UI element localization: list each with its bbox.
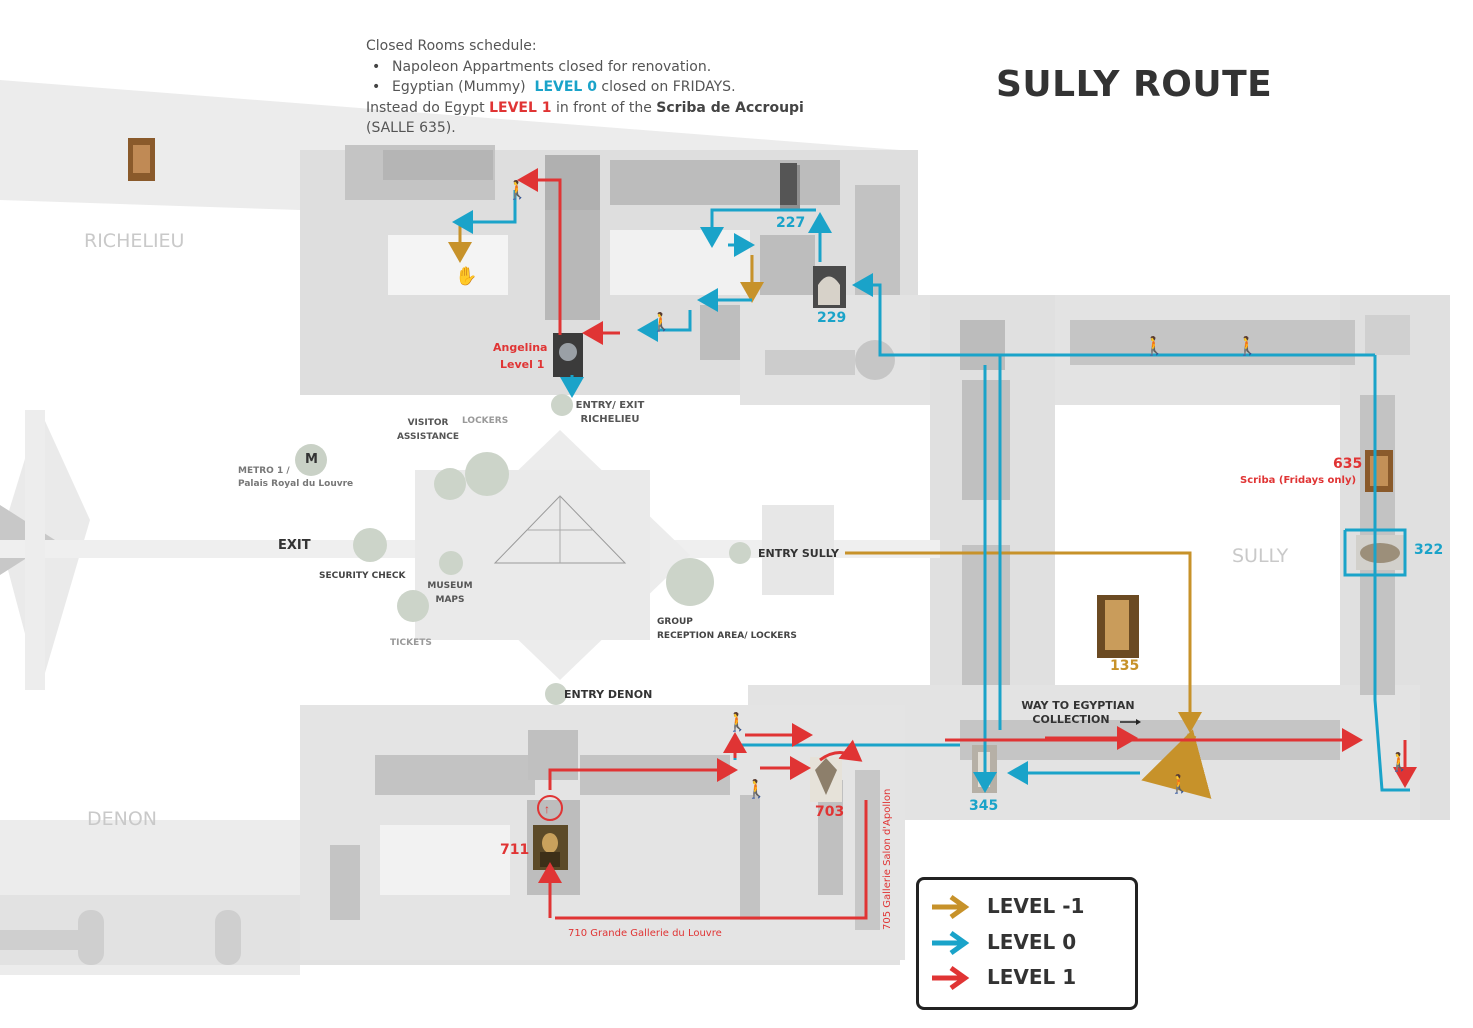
closed-rooms-note: Closed Rooms schedule: Napoleon Appartme…	[366, 36, 804, 139]
entry-exit-richelieu-label: ENTRY/ EXIT RICHELIEU	[575, 400, 645, 425]
metro-badge: M	[305, 452, 318, 467]
room-635: 635	[1333, 456, 1363, 472]
stairs-icon-1: 🚶	[506, 179, 528, 200]
mona-lisa-thumb	[533, 825, 568, 870]
room-322-thumb	[1356, 535, 1406, 570]
level-1-start-glyph: ↑	[544, 802, 550, 816]
richelieu-wing	[0, 80, 918, 395]
metro-circle	[295, 444, 327, 476]
room-227-thumb	[780, 163, 797, 205]
room-322: 322	[1414, 542, 1444, 558]
room-711: 711	[500, 842, 530, 858]
stairs-icon-3: 🚶	[1143, 335, 1165, 356]
entry-denon-label: ENTRY DENON	[564, 688, 653, 701]
tickets-circle	[397, 590, 429, 622]
group-label-2: RECEPTION AREA/ LOCKERS	[657, 631, 797, 641]
museum-maps-label: MUSEUM MAPS	[427, 581, 473, 605]
group-label-1: GROUP	[657, 617, 693, 627]
denon-entry-circle	[545, 683, 567, 705]
angelina-label: Angelina	[493, 341, 548, 354]
visitor-assistance-label: VISITOR ASSISTANCE	[396, 418, 460, 442]
stairs-icon-8: 🚶	[1388, 751, 1410, 772]
note-line-3: Instead do Egypt LEVEL 1 in front of the…	[366, 99, 804, 116]
wing-label-richelieu: RICHELIEU	[84, 230, 185, 252]
sully-entry-circle	[729, 542, 751, 564]
scribe-thumb-richelieu	[128, 138, 155, 181]
metro-label-2: Palais Royal du Louvre	[238, 479, 354, 489]
richelieu-entry-circle	[551, 394, 573, 416]
wing-label-sully: SULLY	[1232, 545, 1289, 567]
wing-label-denon: DENON	[87, 808, 158, 830]
level-0-route	[452, 190, 1410, 793]
level-1-start-circle	[537, 795, 563, 821]
way-to-egypt-arrowhead	[1136, 719, 1141, 725]
visitor-assistance-circle	[434, 468, 466, 500]
scriba-label: Scriba (Fridays only)	[1240, 475, 1357, 486]
room-135-thumb	[1097, 595, 1139, 658]
gallery-705-label: 705 Gallerie Salon d'Apollon	[882, 788, 893, 930]
note-line-4: (SALLE 635).	[366, 120, 456, 136]
exit-label: EXIT	[278, 538, 311, 553]
stairs-icon-4: 🚶	[1236, 335, 1258, 356]
legend-item-level-0: LEVEL 0	[927, 928, 1076, 958]
hand-icon: ✋	[455, 265, 477, 286]
tickets-label: TICKETS	[390, 638, 432, 648]
page-title: SULLY ROUTE	[996, 64, 1273, 105]
stairs-icon-7: 🚶	[1168, 773, 1190, 794]
room-635-thumb	[1365, 450, 1393, 492]
arrow-gold-icon	[932, 894, 970, 920]
arrow-red-icon	[932, 965, 970, 991]
way-to-egypt-label: WAY TO EGYPTIAN COLLECTION	[1021, 699, 1135, 726]
lockers-label: LOCKERS	[462, 416, 509, 426]
legend-item-level-minus1: LEVEL -1	[927, 892, 1084, 922]
room-227: 227	[776, 215, 806, 231]
room-229: 229	[817, 310, 847, 326]
exit-circle	[353, 528, 387, 562]
museum-maps-circle	[439, 551, 463, 575]
room-703-thumb	[810, 757, 842, 802]
arrow-blue-icon	[932, 930, 970, 956]
security-check-label: SECURITY CHECK	[319, 571, 406, 581]
group-circle	[666, 558, 714, 606]
room-345: 345	[969, 798, 999, 814]
angelina-level-label: Level 1	[500, 358, 545, 371]
stairs-icon-6: 🚶	[745, 778, 767, 799]
lockers-circle	[465, 452, 509, 496]
metro-label-1: METRO 1 /	[238, 466, 290, 476]
legend: LEVEL -1 LEVEL 0 LEVEL 1	[916, 877, 1138, 1010]
stairs-icon-5: 🚶	[726, 711, 748, 732]
note-item-2: Egyptian (Mummy) LEVEL 0 closed on FRIDA…	[366, 77, 804, 98]
svg-text:✋: ✋	[455, 265, 477, 286]
note-item-1: Napoleon Appartments closed for renovati…	[366, 57, 804, 78]
legend-item-level-1: LEVEL 1	[927, 963, 1076, 993]
room-703: 703	[815, 804, 845, 820]
room-229-thumb	[813, 266, 846, 308]
gallery-710-label: 710 Grande Gallerie du Louvre	[568, 928, 722, 939]
room-135: 135	[1110, 658, 1140, 674]
entry-sully-label: ENTRY SULLY	[758, 547, 840, 560]
note-heading: Closed Rooms schedule:	[366, 38, 537, 54]
angelina-thumb	[553, 333, 583, 377]
stairs-icon-2: 🚶	[650, 311, 672, 332]
level-1-route	[517, 168, 1417, 920]
